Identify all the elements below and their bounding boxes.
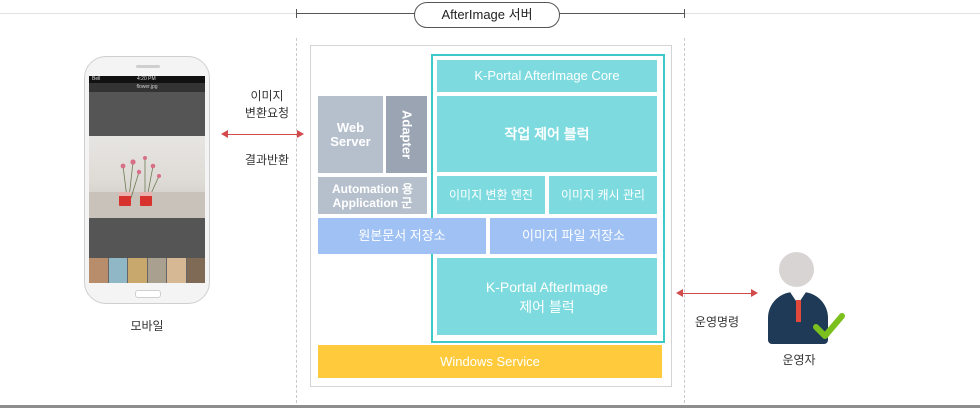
operator-command-label: 운영명령 [694, 315, 740, 329]
thumbnail[interactable] [89, 258, 109, 283]
mobile-phone: Bell 4:20 PM flower.jpg [84, 56, 210, 304]
automation-label-1: Automation 용 [331, 181, 414, 196]
diagram-title: AfterImage 서버 [414, 2, 560, 28]
bracket-tick-left [296, 9, 297, 18]
check-icon [813, 313, 845, 339]
thumbnail[interactable] [167, 258, 187, 283]
bracket-tick-right [684, 9, 685, 18]
thumbnail-strip [89, 258, 205, 283]
bottom-rule [0, 405, 980, 408]
operator-label: 운영자 [782, 353, 816, 367]
control-block-label-1: K-Portal AfterImage [485, 278, 609, 295]
operator-tie [796, 300, 801, 322]
operator-head [779, 252, 814, 287]
phone-home-button [135, 290, 161, 298]
image-cache-block: 이미지 캐시 관리 [549, 176, 657, 214]
response-label: 결과반환 [244, 153, 290, 167]
web-server-block: Web Server [318, 96, 383, 173]
core-title-block: K-Portal AfterImage Core [437, 60, 657, 92]
image-storage-block: 이미지 파일 저장소 [490, 218, 657, 254]
phone-speaker [136, 65, 160, 68]
arrow-head-left [221, 130, 228, 138]
thumbnail[interactable] [186, 258, 205, 283]
arrow-line [227, 134, 297, 135]
windows-service-block: Windows Service [318, 345, 662, 378]
arrow-head-left [676, 289, 683, 297]
adapter-block: Adapter [386, 96, 427, 173]
source-storage-block: 원본문서 저장소 [318, 218, 486, 254]
image-engine-block: 이미지 변환 엔진 [437, 176, 545, 214]
phone-screen: Bell 4:20 PM flower.jpg [89, 76, 205, 283]
thumbnail[interactable] [108, 258, 128, 283]
arrow-head-right [297, 130, 304, 138]
automation-label-2: Application 군 [332, 195, 413, 210]
server-bound-right [684, 38, 685, 408]
adapter-label: Adapter [399, 109, 415, 160]
status-time: 4:20 PM [137, 76, 156, 82]
web-server-label-2: Server [330, 133, 371, 149]
phone-file-name: flower.jpg [89, 83, 205, 92]
arrow-head-right [751, 289, 758, 297]
control-block-label-2: 제어 블럭 [519, 298, 575, 315]
mobile-label: 모바일 [130, 319, 164, 333]
control-block: K-Portal AfterImage 제어 블럭 [437, 258, 657, 335]
web-server-label-1: Web [336, 119, 365, 135]
thumbnail[interactable] [147, 258, 167, 283]
request-label-line1: 이미지 [250, 89, 284, 103]
flower-photo [89, 136, 205, 218]
server-bound-left [296, 38, 297, 408]
automation-block: Automation 용 Application 군 [318, 177, 427, 214]
phone-status-bar: Bell 4:20 PM [89, 76, 205, 83]
status-carrier: Bell [92, 76, 101, 82]
job-control-block: 작업 제어 블럭 [437, 96, 657, 172]
arrow-line [682, 293, 751, 294]
thumbnail[interactable] [128, 258, 148, 283]
request-label-line2: 변환요청 [244, 106, 290, 120]
